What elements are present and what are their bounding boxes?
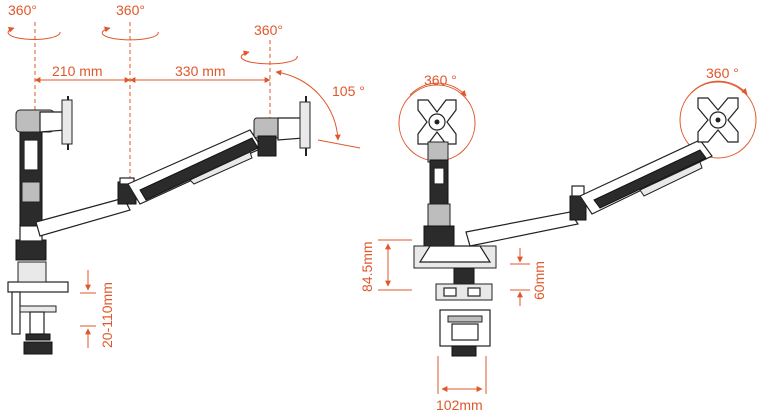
clamp-width-dimension: 102mm xyxy=(436,356,487,413)
pole-height-label: 60mm xyxy=(531,261,547,300)
rotation-label-monitor-left: 360 ° xyxy=(424,72,457,88)
reach-label-330: 330 mm xyxy=(175,63,226,79)
base-height-label: 84.5mm xyxy=(359,241,375,292)
pole-height-dimension: 60mm xyxy=(510,248,547,306)
rotation-indicator-base-mid: 360° xyxy=(101,2,159,178)
monitor-arm-side xyxy=(7,96,311,355)
tilt-indicator: 105 ° xyxy=(275,69,365,149)
rotation-indicator-monitor-right: 360 ° xyxy=(679,65,757,159)
reach-dimension: 210 mm 330 mm xyxy=(34,63,271,83)
rotation-indicator-head: 360° xyxy=(240,22,298,118)
clamp-range-label: 20-110mm xyxy=(99,282,115,348)
side-view: 360° 360° 360° 210 mm 330 mm 105 ° xyxy=(7,2,365,355)
reach-label-210: 210 mm xyxy=(52,63,103,79)
rotation-indicator-monitor-left: 360 ° xyxy=(398,72,476,162)
rotation-label-base-mid: 360° xyxy=(116,2,145,18)
rotation-label-monitor-right: 360 ° xyxy=(706,65,739,81)
clamp-width-label: 102mm xyxy=(436,397,483,413)
rotation-label-base-left: 360° xyxy=(8,2,37,18)
front-view: 360 ° 360 ° 84.5mm 60mm 102mm xyxy=(359,65,757,413)
monitor-arm-front xyxy=(413,97,739,357)
tilt-label: 105 ° xyxy=(332,83,365,99)
rotation-label-head: 360° xyxy=(254,22,283,38)
clamp-range-dimension: 20-110mm xyxy=(80,270,115,348)
base-height-dimension: 84.5mm xyxy=(359,239,412,292)
rotation-indicator-base-left: 360° xyxy=(7,2,61,110)
